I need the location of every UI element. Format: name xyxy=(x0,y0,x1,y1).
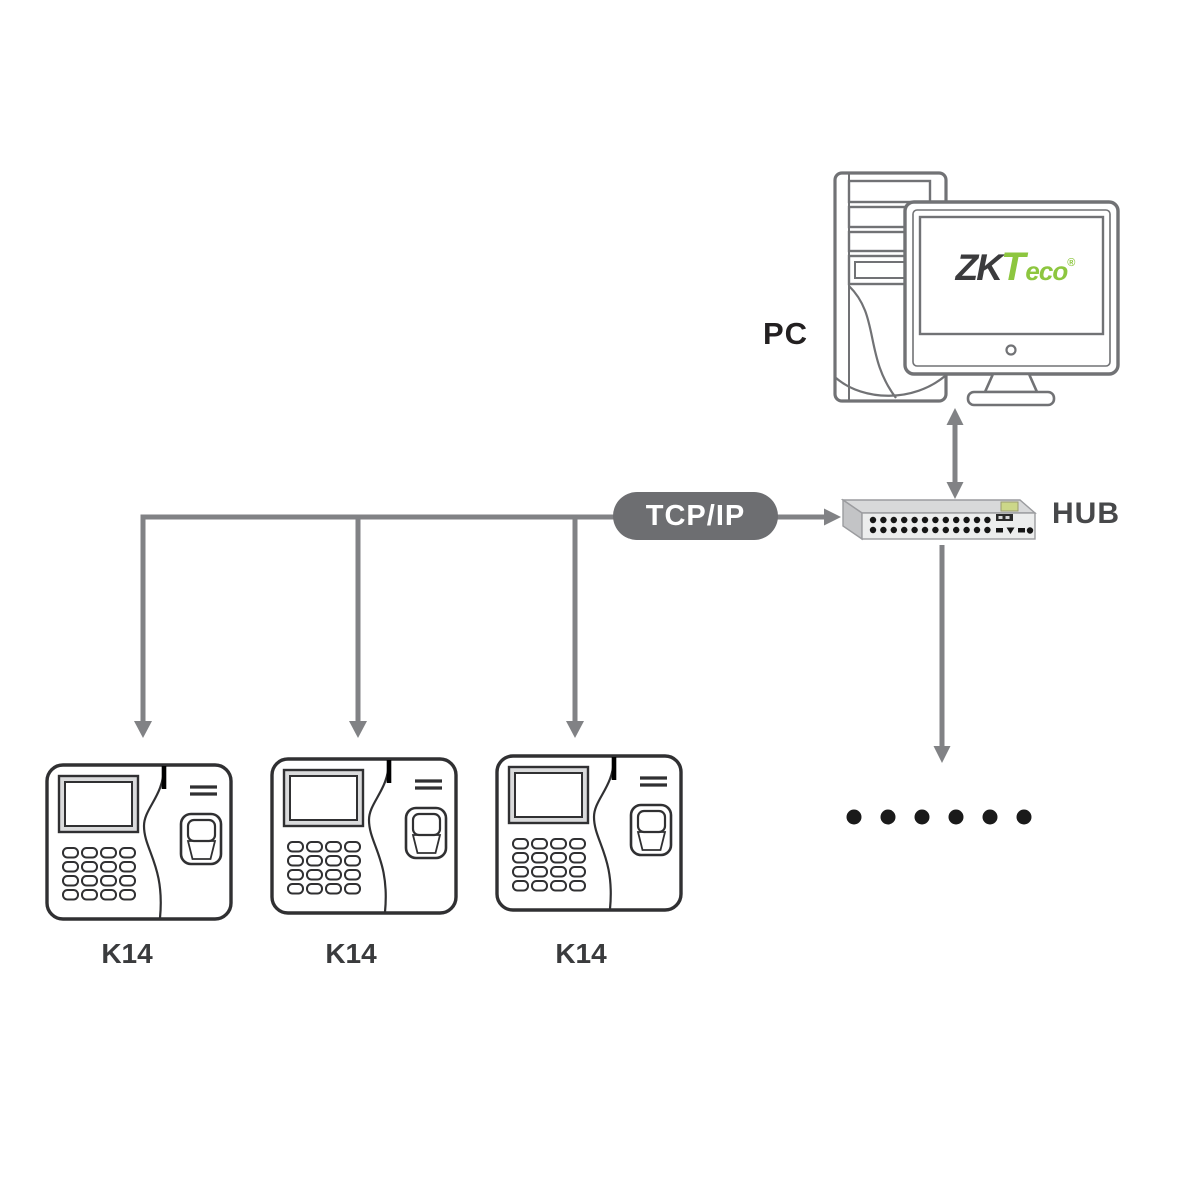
arrowhead-down-to-hub xyxy=(946,482,964,499)
arrowhead-hub-down xyxy=(933,746,951,763)
device-label-3: K14 xyxy=(555,938,607,969)
zkteco-logo: ZKTeco® xyxy=(928,247,1103,287)
bus-line xyxy=(140,514,826,722)
switch-uplink-block xyxy=(996,514,1013,521)
logo-t-text: T xyxy=(1000,245,1026,289)
pc-illustration xyxy=(833,171,1120,407)
device-label-2: K14 xyxy=(325,938,377,969)
monitor-screen xyxy=(918,215,1105,336)
hub-label: HUB xyxy=(1052,497,1120,530)
switch-right-ports xyxy=(996,527,1034,534)
hub-switch-illustration xyxy=(840,498,1037,541)
arrowhead-drop-3 xyxy=(566,721,584,738)
switch-ports xyxy=(869,516,991,534)
power-button-icon xyxy=(1005,344,1017,356)
ellipsis-dots xyxy=(846,809,1032,825)
pc-monitor xyxy=(903,200,1120,407)
pc-label: PC xyxy=(763,316,809,351)
switch-sticker xyxy=(1000,501,1019,512)
logo-eco-text: eco xyxy=(1025,256,1068,286)
tcpip-label-pill: TCP/IP xyxy=(613,492,778,540)
arrowhead-into-hub xyxy=(824,508,841,526)
monitor-stand-base xyxy=(966,390,1056,407)
monitor-stand-neck xyxy=(982,372,1040,394)
tcpip-label: TCP/IP xyxy=(645,499,746,532)
logo-zk-text: ZK xyxy=(955,247,1003,288)
arrowhead-up-to-pc xyxy=(946,408,964,425)
device-label-1: K14 xyxy=(101,938,153,969)
k14-device-1 xyxy=(44,762,234,922)
logo-registered-mark: ® xyxy=(1067,257,1076,269)
arrowhead-drop-1 xyxy=(134,721,152,738)
switch-front-face xyxy=(861,512,1036,540)
k14-device-3 xyxy=(494,753,684,913)
k14-device-2 xyxy=(269,756,459,916)
arrowhead-drop-2 xyxy=(349,721,367,738)
